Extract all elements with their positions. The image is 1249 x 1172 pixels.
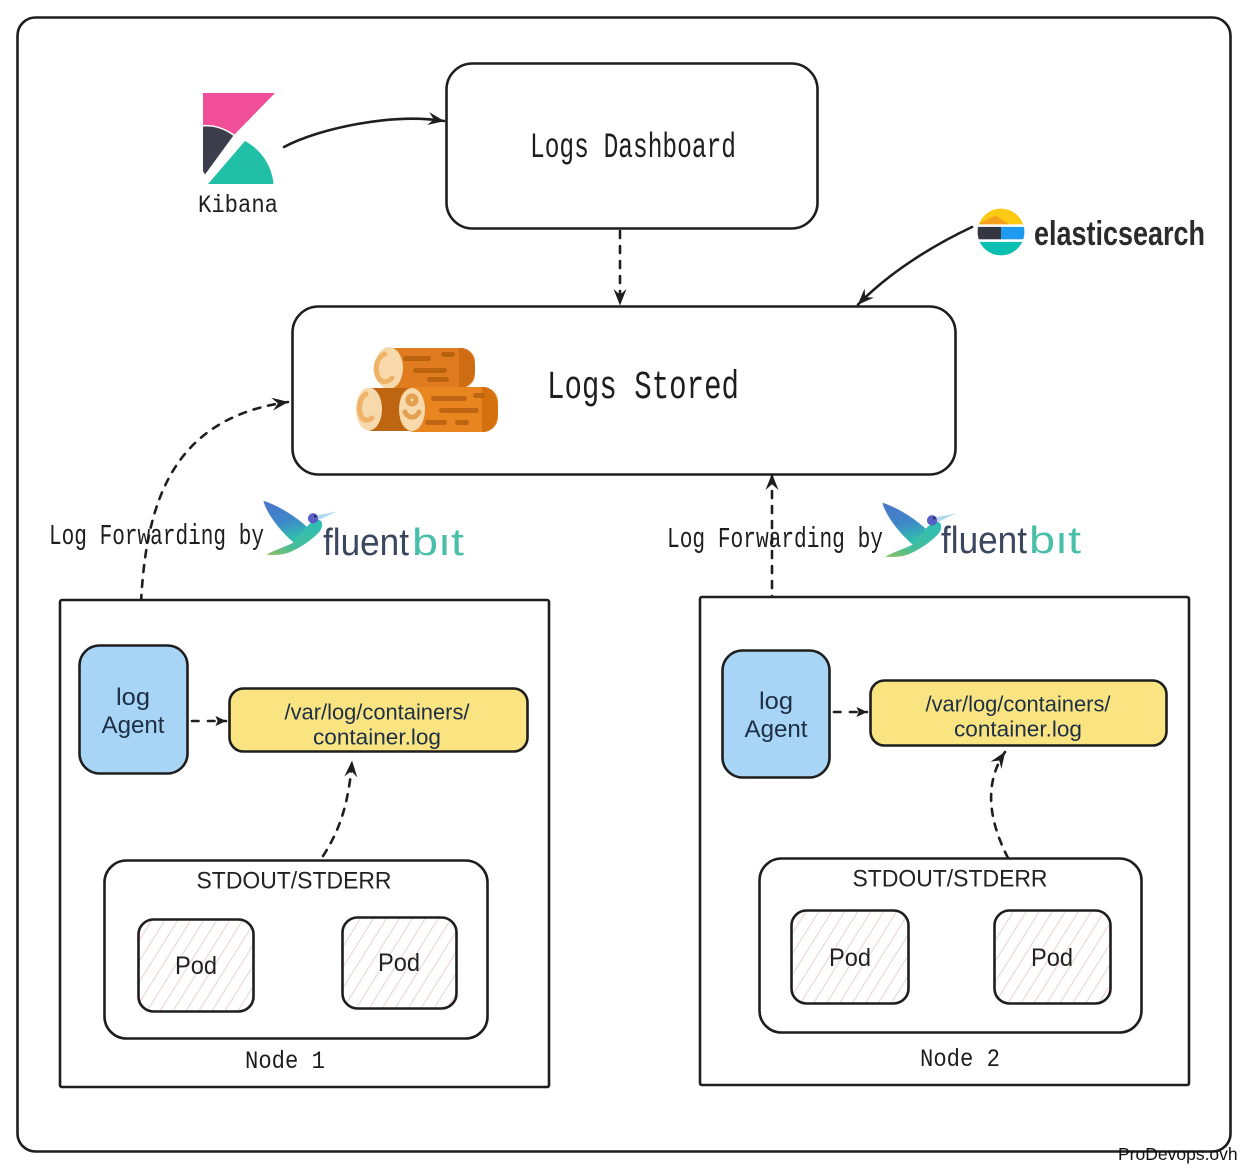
- svg-text:Pod: Pod: [1031, 944, 1073, 972]
- svg-text:STDOUT/STDERR: STDOUT/STDERR: [197, 868, 392, 895]
- svg-text:Logs Dashboard: Logs Dashboard: [530, 128, 736, 168]
- svg-text:fluent: fluent: [941, 520, 1027, 562]
- svg-text:fluent: fluent: [323, 522, 409, 564]
- svg-text:Logs Stored: Logs Stored: [547, 366, 739, 411]
- svg-text:Agent: Agent: [745, 716, 808, 743]
- svg-text:Kibana: Kibana: [198, 191, 278, 220]
- svg-text:Node 2: Node 2: [920, 1045, 1000, 1074]
- svg-text:Pod: Pod: [378, 949, 420, 977]
- svg-text:Pod: Pod: [829, 944, 871, 972]
- svg-text:/var/log/containers/: /var/log/containers/: [285, 700, 471, 725]
- svg-text:Log Forwarding by: Log Forwarding by: [667, 523, 883, 556]
- svg-text:/var/log/containers/: /var/log/containers/: [926, 692, 1112, 717]
- svg-text:Pod: Pod: [175, 952, 217, 980]
- svg-text:bıt: bıt: [1029, 520, 1082, 562]
- svg-text:bıt: bıt: [412, 522, 465, 564]
- svg-text:log: log: [116, 684, 150, 711]
- svg-text:STDOUT/STDERR: STDOUT/STDERR: [853, 866, 1048, 893]
- svg-text:Node 1: Node 1: [245, 1047, 325, 1076]
- svg-text:container.log: container.log: [954, 717, 1082, 742]
- svg-text:log: log: [759, 688, 793, 715]
- svg-text:elasticsearch: elasticsearch: [1034, 215, 1205, 253]
- svg-text:Agent: Agent: [102, 712, 165, 739]
- svg-text:container.log: container.log: [313, 725, 441, 750]
- svg-text:ProDevops.ovh: ProDevops.ovh: [1118, 1144, 1238, 1164]
- svg-text:Log Forwarding by: Log Forwarding by: [49, 520, 264, 553]
